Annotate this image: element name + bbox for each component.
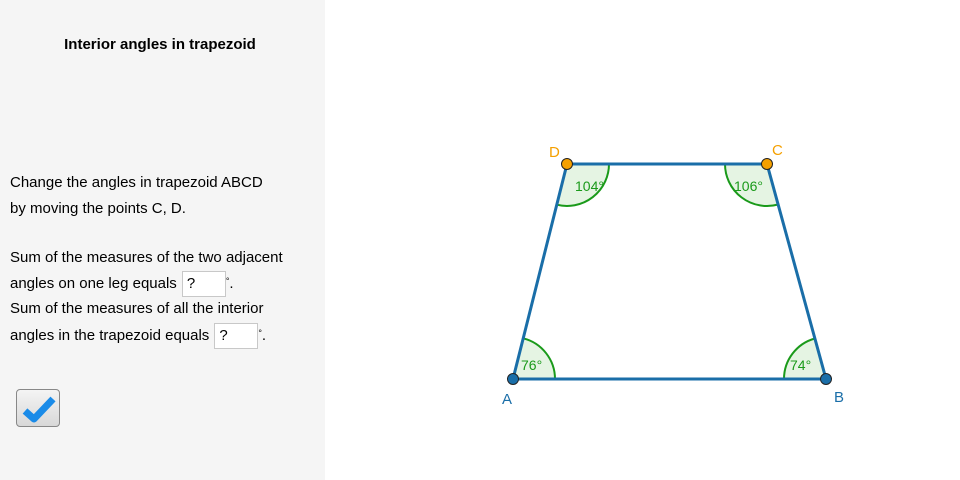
question-2-line-1: Sum of the measures of all the interior xyxy=(10,300,264,317)
degree-symbol: ° xyxy=(258,328,262,338)
point-D-label: D xyxy=(549,144,560,161)
degree-symbol: ° xyxy=(225,276,230,286)
question-1-line-2: angles on one leg equals xyxy=(10,274,177,292)
period: . xyxy=(229,274,234,292)
adjacent-angles-sum-input[interactable]: ? xyxy=(181,271,226,297)
point-C-label: C xyxy=(772,142,783,159)
question-1-line-1: Sum of the measures of the two adjacent xyxy=(10,249,283,266)
angle-B-sector xyxy=(782,337,828,380)
angle-C-label: 106° xyxy=(734,178,763,194)
question-2-line-2: angles in the trapezoid equals xyxy=(10,326,210,344)
page-title: Interior angles in trapezoid xyxy=(64,36,256,53)
period: . xyxy=(261,326,267,344)
task-panel: Interior angles in trapezoid Change the … xyxy=(0,0,325,480)
angle-D-sector xyxy=(555,163,611,207)
point-C-handle[interactable] xyxy=(761,158,773,170)
angle-D-label: 104° xyxy=(575,178,604,194)
point-B-label: B xyxy=(834,389,844,406)
angle-B-label: 74° xyxy=(790,357,811,373)
interior-angles-sum-input[interactable]: ? xyxy=(214,323,259,349)
instruction-line-1: Change the angles in trapezoid ABCD xyxy=(10,174,263,191)
angle-A-sector xyxy=(511,337,557,380)
angle-A-label: 76° xyxy=(521,357,542,373)
point-A xyxy=(507,373,519,385)
angle-C-sector xyxy=(723,163,780,207)
checkmark-icon xyxy=(22,396,56,423)
point-B xyxy=(820,373,832,385)
instruction-line-2: by moving the points C, D. xyxy=(10,200,186,217)
point-D-handle[interactable] xyxy=(561,158,573,170)
trapezoid-ABCD xyxy=(511,162,828,381)
check-answer-button[interactable] xyxy=(16,389,60,427)
point-A-label: A xyxy=(502,391,512,408)
